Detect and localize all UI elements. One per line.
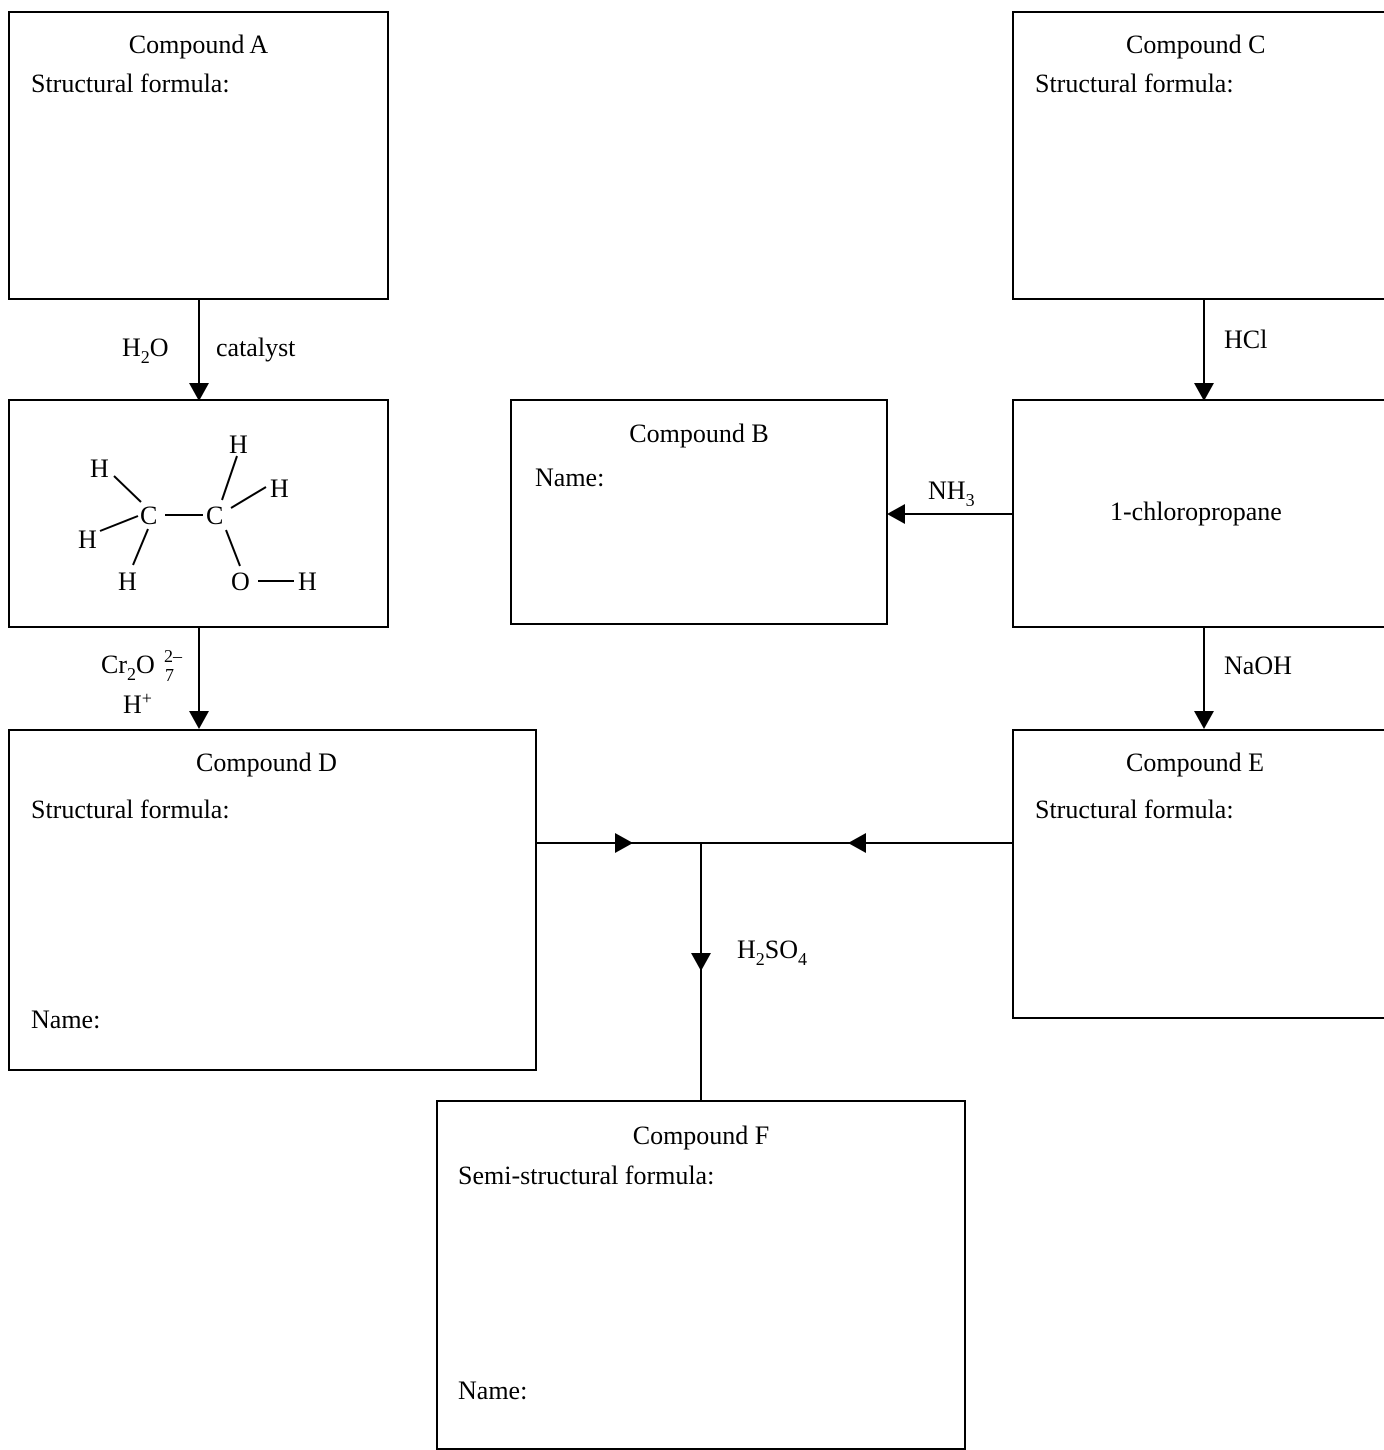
compound-c-title: Compound C xyxy=(1126,30,1266,59)
arrowhead xyxy=(1194,711,1214,729)
reagent-dichromate: Cr2O xyxy=(101,650,155,684)
compound-f-field-label: Semi-structural formula: xyxy=(458,1161,715,1190)
reagent-sulfuric-acid: H2SO4 xyxy=(737,935,807,969)
reagent-catalyst: catalyst xyxy=(216,333,296,362)
atom-c: C xyxy=(140,501,157,530)
atom-h: H xyxy=(229,430,248,459)
reagent-naoh: NaOH xyxy=(1224,651,1292,680)
reagent-dichromate-charge: 2– xyxy=(164,646,183,666)
reagent-hcl: HCl xyxy=(1224,325,1267,354)
atom-h: H xyxy=(298,567,317,596)
atom-h: H xyxy=(270,474,289,503)
compound-a-title: Compound A xyxy=(128,30,269,59)
arrowhead xyxy=(1194,383,1214,401)
arrowhead xyxy=(691,953,711,971)
chloropropane-label: 1-chloropropane xyxy=(1110,497,1282,526)
compound-a-box: Compound A Structural formula: xyxy=(8,11,389,300)
compound-b-title: Compound B xyxy=(629,419,769,448)
reagent-ammonia: NH3 xyxy=(928,476,975,510)
compound-b-box: Compound B Name: xyxy=(510,399,888,625)
compound-d-title: Compound D xyxy=(196,748,337,777)
atom-h: H xyxy=(118,567,137,596)
atom-c: C xyxy=(206,501,223,530)
arrowhead xyxy=(887,504,905,524)
reagent-h-plus: H+ xyxy=(123,688,152,719)
arrowhead xyxy=(189,711,209,729)
ethanol-box xyxy=(8,399,389,628)
chloropropane-box: 1-chloropropane xyxy=(1012,399,1384,628)
arrowhead xyxy=(189,383,209,401)
bond xyxy=(113,475,142,503)
arrowhead xyxy=(848,833,866,853)
compound-f-name-label: Name: xyxy=(458,1376,528,1405)
atom-h: H xyxy=(90,454,109,483)
bond xyxy=(225,529,241,567)
atom-h: H xyxy=(78,525,97,554)
compound-e-title: Compound E xyxy=(1126,748,1264,777)
atom-o: O xyxy=(231,567,250,596)
reagent-dichromate-o-sub: 7 xyxy=(165,665,174,685)
compound-c-field-label: Structural formula: xyxy=(1035,69,1234,98)
compound-d-field-label: Structural formula: xyxy=(31,795,230,824)
compound-a-field-label: Structural formula: xyxy=(31,69,230,98)
bond xyxy=(230,486,267,509)
bond xyxy=(99,515,139,532)
bond xyxy=(132,528,149,566)
compound-f-box: Compound F Semi-structural formula: Name… xyxy=(436,1100,966,1450)
reagent-water: H2O xyxy=(122,333,169,367)
compound-b-name-label: Name: xyxy=(535,463,605,492)
compound-f-title: Compound F xyxy=(632,1121,770,1150)
arrowhead xyxy=(615,833,633,853)
compound-d-name-label: Name: xyxy=(31,1005,101,1034)
compound-e-box: Compound E Structural formula: xyxy=(1012,729,1384,1019)
bond xyxy=(221,455,238,501)
compound-d-box: Compound D Structural formula: Name: xyxy=(8,729,537,1071)
compound-e-field-label: Structural formula: xyxy=(1035,795,1234,824)
compound-c-box: Compound C Structural formula: xyxy=(1012,11,1384,300)
